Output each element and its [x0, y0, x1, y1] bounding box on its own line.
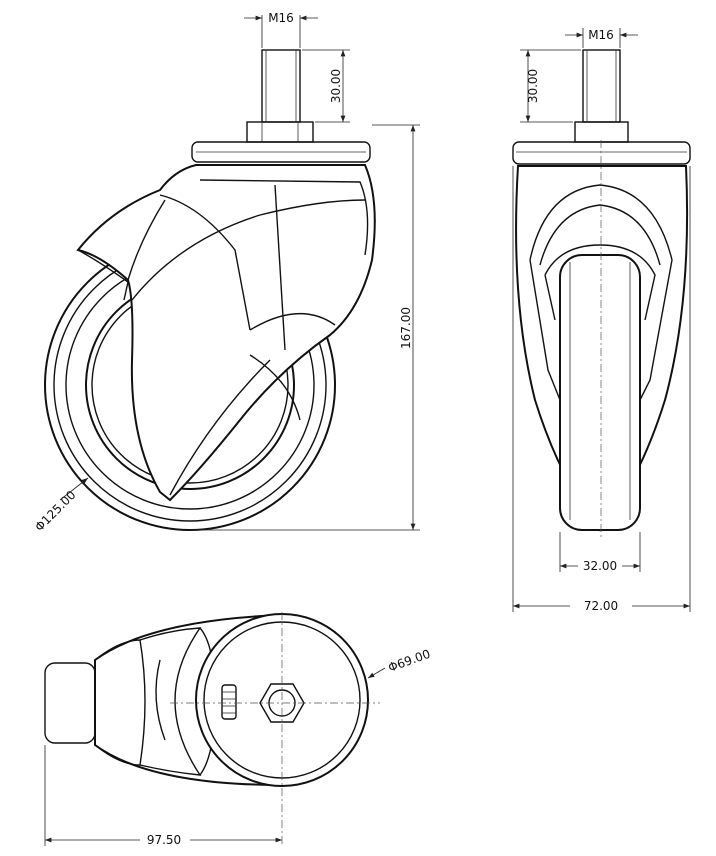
side-view: [44, 49, 376, 531]
brake-pedal: [221, 684, 237, 720]
front-view: [512, 49, 691, 540]
fork-housing: [76, 164, 376, 502]
side-stem-length: 30.00: [329, 69, 343, 103]
wheel-width: 32.00: [583, 559, 617, 573]
front-dimensions: M16 30.00 32.00 72.00: [512, 28, 691, 613]
top-plate: [191, 141, 371, 163]
front-stem-length: 30.00: [526, 69, 540, 103]
wheel-tread-bottom: [44, 662, 96, 744]
offset-length: 97.50: [147, 833, 181, 847]
threaded-stem-front: [582, 49, 621, 123]
bottom-view: [44, 612, 380, 845]
overall-width: 72.00: [584, 599, 618, 613]
front-thread-label: M16: [588, 28, 614, 42]
wheel-front: [559, 254, 641, 531]
threaded-stem: [261, 49, 301, 123]
side-thread-label: M16: [268, 11, 294, 25]
overall-height: 167.00: [399, 307, 413, 349]
wheel-diameter: Φ125.00: [32, 488, 78, 534]
top-plate-front: [512, 141, 691, 165]
plate-diameter: Φ69.00: [386, 647, 432, 675]
hex-nut-front: [574, 121, 629, 143]
hex-nut: [246, 121, 314, 143]
